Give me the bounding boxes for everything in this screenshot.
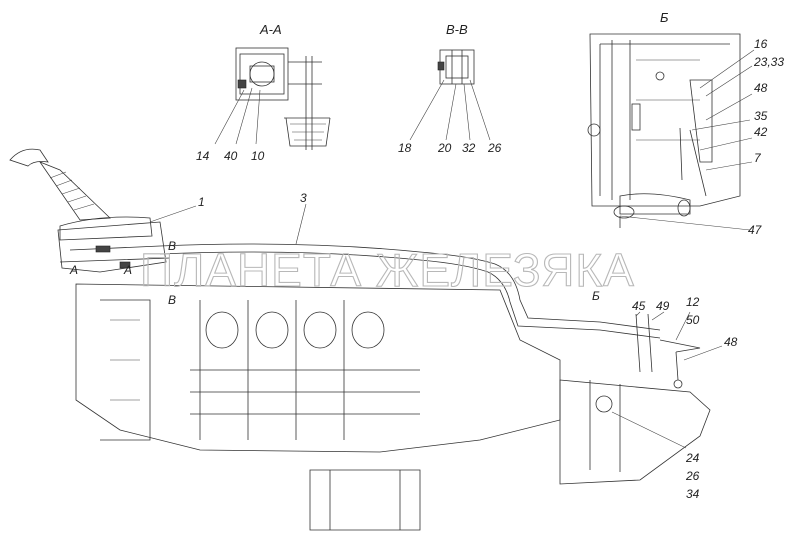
main-assembly: 1 3 A A B B Б 45 49 12 50 48 24 26 34 [9,148,738,531]
section-aa-detail: A-A 14 40 10 [196,22,331,163]
section-bb-detail: B-B 18 20 32 26 [398,22,502,155]
view-b-title: Б [660,10,669,25]
marker-b-2: B [168,293,176,307]
view-b-detail: Б 16 23,33 48 35 42 7 47 [587,10,784,237]
label-50: 50 [686,313,700,327]
label-48-view: 48 [754,81,768,95]
label-7: 7 [754,151,762,165]
label-18: 18 [398,141,412,155]
label-10: 10 [251,149,265,163]
section-aa-title: A-A [259,22,282,37]
label-16: 16 [754,37,768,51]
marker-a-1: A [69,263,78,277]
label-1: 1 [198,195,205,209]
watermark: ПЛАНЕТА ЖЕЛЕЗЯКА [140,244,635,296]
label-42: 42 [754,125,768,139]
label-12: 12 [686,295,700,309]
label-20: 20 [437,141,452,155]
label-48-main: 48 [724,335,738,349]
label-26: 26 [487,141,502,155]
label-32: 32 [462,141,476,155]
section-bb-title: B-B [446,22,468,37]
transmission [559,379,711,485]
label-49: 49 [656,299,670,313]
label-47: 47 [748,223,763,237]
marker-b-1: B [168,239,176,253]
label-34: 34 [686,487,700,501]
shift-rod-3 [159,243,661,331]
engine-block [75,283,561,453]
label-23-33: 23,33 [753,55,784,69]
marker-view-b: Б [592,289,600,303]
label-40: 40 [224,149,238,163]
label-35: 35 [754,109,768,123]
label-14: 14 [196,149,210,163]
marker-a-2: A [123,263,132,277]
label-3: 3 [300,191,307,205]
starter-motor [309,469,421,531]
label-24: 24 [685,451,700,465]
shift-lever [9,148,49,167]
label-26-main: 26 [685,469,700,483]
label-45: 45 [632,299,646,313]
